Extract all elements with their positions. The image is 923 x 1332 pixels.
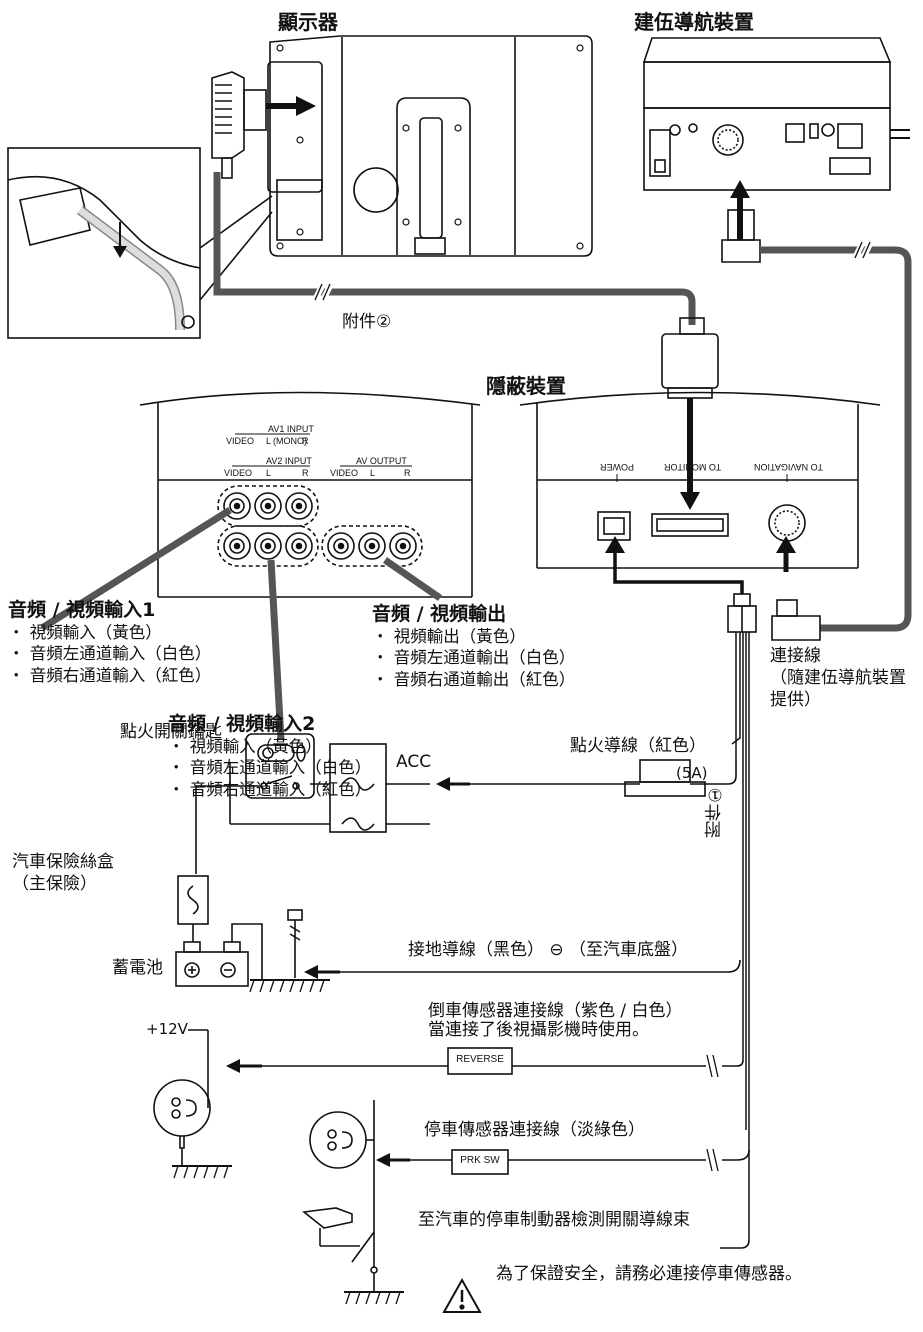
connection-cable-line1: 連接線 [770, 646, 821, 666]
parking-wire-label: 停車傳感器連接線（淡綠色） [424, 1120, 645, 1140]
parking-lamp [309, 1111, 367, 1169]
av-output-heading: 音頻 / 視頻輸出 [372, 603, 507, 625]
av1-mono-label: (MONO) [273, 436, 307, 446]
ground-wire-label: 接地導線（黑色） ⊖ （至汽車底盤） [408, 940, 689, 960]
av-input2-heading: 音頻 / 視頻輸入2 [168, 713, 316, 735]
monitor-title: 顯示器 [278, 10, 338, 34]
navigation-unit-illustration [642, 37, 910, 191]
nav-connector-plug [771, 599, 821, 641]
av-input2-item: ・ 音頻右通道輸入（紅色） [168, 779, 372, 799]
warning-icon [442, 1277, 482, 1313]
av-input2-block: 音頻 / 視頻輸入2 ・ 視頻輸入（黃色） ・ 音頻左通道輸入（白色） ・ 音頻… [168, 712, 371, 800]
fuse-box [329, 743, 387, 833]
battery-label: 蓄電池 [112, 958, 163, 978]
parking-brake-pedal [302, 1207, 353, 1229]
av-input2-item: ・ 視頻輸入（黃色） [168, 737, 322, 757]
av1-video-label: VIDEO [226, 436, 255, 446]
monitor-connector [211, 71, 267, 179]
prk-sw-tag-label: PRK SW [460, 1155, 500, 1166]
av-input1-item: ・ 視頻輸入（黃色） [8, 623, 162, 643]
av1-r-label: R [302, 436, 309, 446]
av-output-item: ・ 音頻左通道輸出（白色） [372, 648, 576, 668]
avout-l-label: L [370, 468, 376, 478]
av-output-label: AV OUTPUT [356, 456, 407, 466]
ignition-key-label: 點火開關鑰匙 [120, 722, 222, 742]
av2-r-label: R [302, 468, 309, 478]
power-port-label: POWER [600, 462, 635, 472]
parking-brake-label: 至汽車的停車制動器檢測開關導線束 [418, 1210, 690, 1230]
acc-label: ACC [396, 752, 432, 772]
reverse-lamp [153, 1079, 211, 1137]
monitor-cable-plug [661, 317, 719, 399]
fuse-box-line2: （主保險） [12, 873, 97, 894]
fuse-box-line1: 汽車保險絲盒 [12, 852, 114, 872]
reverse-wire-line1: 倒車傳感器連接線（紫色 / 白色） [428, 1001, 683, 1021]
accessory2-label: 附件② [342, 312, 392, 332]
avout-r-label: R [404, 468, 411, 478]
av1-l-label: L [266, 436, 272, 446]
av-output-item: ・ 視頻輸出（黃色） [372, 627, 526, 647]
av2-video-label: VIDEO [224, 468, 253, 478]
hidden-unit-title: 隱蔽裝置 [486, 374, 566, 398]
to-monitor-port-label: TO MONITOR [664, 462, 722, 472]
reverse-wire-label: 倒車傳感器連接線（紫色 / 白色） 當連接了後視攝影機時使用。 [428, 1002, 683, 1039]
inset-detail [7, 147, 273, 339]
reverse-tag [447, 1047, 513, 1075]
fuse-rating-label: (5A) [676, 764, 708, 782]
nav-cable-plug [721, 209, 761, 263]
av2-l-label: L [266, 468, 272, 478]
av-input1-heading: 音頻 / 視頻輸入1 [8, 599, 156, 621]
av2-input-label: AV2 INPUT [266, 456, 312, 466]
connection-cable-label: 連接線 （隨建伍導航裝置 提供） [770, 646, 906, 711]
av-input1-item: ・ 音頻左通道輸入（白色） [8, 644, 212, 664]
fuse-box-label: 汽車保險絲盒 （主保險） [12, 852, 114, 896]
prk-sw-tag [451, 1149, 509, 1175]
to-navigation-port-label: TO NAVIGATION [754, 462, 824, 472]
av-input1-item: ・ 音頻右通道輸入（紅色） [8, 665, 212, 685]
ignition-key [245, 733, 315, 799]
av-output-item: ・ 音頻右通道輸出（紅色） [372, 669, 576, 689]
warning-text: 為了保證安全，請務必連接停車傳感器。 [496, 1264, 802, 1284]
av-input2-item: ・ 音頻左通道輸入（白色） [168, 758, 372, 778]
connection-cable-line2: （隨建伍導航裝置 [770, 667, 906, 688]
av-panel [139, 391, 481, 598]
reverse-wire-line2: 當連接了後視攝影機時使用。 [428, 1019, 649, 1040]
av1-input-label: AV1 INPUT [268, 424, 314, 434]
battery [175, 951, 249, 987]
accessory1-label: 附件① [705, 784, 725, 838]
av-input1-block: 音頻 / 視頻輸入1 ・ 視頻輸入（黃色） ・ 音頻左通道輸入（白色） ・ 音頻… [8, 598, 211, 686]
ignition-wire-label: 點火導線（紅色） [570, 736, 706, 756]
reverse-tag-label: REVERSE [456, 1054, 504, 1065]
connection-cable-line3: 提供） [770, 689, 821, 710]
power-plug [727, 593, 757, 633]
plus12v-label: +12V [146, 1020, 188, 1038]
monitor-illustration [267, 35, 593, 257]
avout-video-label: VIDEO [330, 468, 359, 478]
av-output-block: 音頻 / 視頻輸出 ・ 視頻輸出（黃色） ・ 音頻左通道輸出（白色） ・ 音頻右… [372, 602, 575, 690]
navigation-title: 建伍導航裝置 [634, 10, 754, 34]
connector-panel [519, 391, 881, 569]
